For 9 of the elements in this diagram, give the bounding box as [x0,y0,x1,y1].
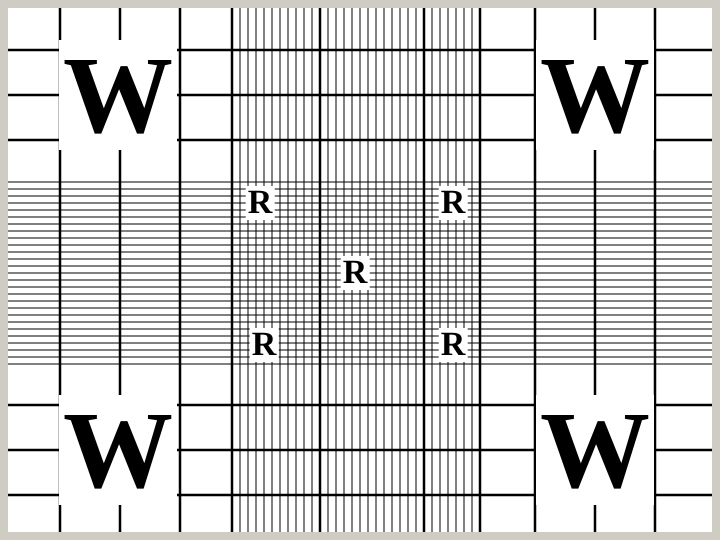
grid-letter: R [438,328,468,362]
grid-letter: R [340,256,370,290]
grid-letter: W [536,395,654,505]
grid-letter: R [250,328,278,362]
grid-letter: W [59,40,177,150]
grid-letter: R [438,186,468,220]
grid-letter: W [536,40,654,150]
grid-letter: W [59,395,177,505]
grid-letter: R [246,186,274,220]
